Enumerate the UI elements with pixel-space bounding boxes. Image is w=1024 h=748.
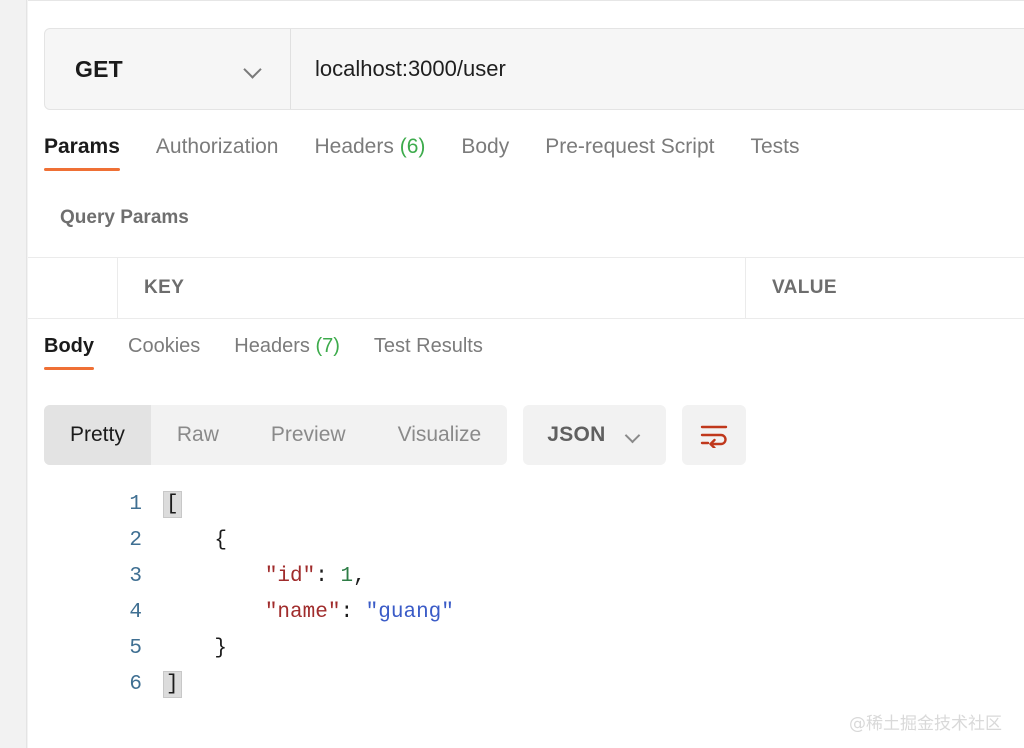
code-line-text: "name": "guang"	[264, 601, 454, 624]
response-language-select[interactable]: JSON	[523, 405, 666, 465]
view-mode-visualize[interactable]: Visualize	[372, 405, 508, 465]
response-tab-test-results[interactable]: Test Results	[374, 331, 483, 370]
line-number: 6	[129, 673, 142, 696]
request-tab-headers-label: Headers	[314, 135, 394, 158]
view-mode-pretty[interactable]: Pretty	[44, 405, 151, 465]
word-wrap-button[interactable]	[681, 405, 746, 465]
chevron-down-icon	[244, 63, 264, 75]
response-tab-headers-count: (7)	[315, 335, 340, 357]
line-number: 5	[129, 637, 142, 660]
view-mode-raw[interactable]: Raw	[151, 405, 245, 465]
response-tab-headers-label: Headers	[234, 335, 310, 357]
url-bar: GET	[44, 28, 1024, 110]
code-line: 4 "name": "guang"	[28, 595, 1024, 631]
watermark: @稀土掘金技术社区	[849, 714, 1002, 734]
code-line-text: {	[214, 529, 228, 552]
chevron-down-icon	[626, 430, 642, 440]
params-value-column-header: VALUE	[746, 258, 1024, 318]
code-line: 5 }	[28, 631, 1024, 667]
code-line: 1 [	[28, 487, 1024, 523]
response-format-toolbar: Pretty Raw Preview Visualize JSON	[44, 405, 746, 465]
code-line-text: "id": 1,	[264, 565, 366, 588]
request-tab-pre-request-script-label: Pre-request Script	[545, 135, 715, 158]
response-tab-body-label: Body	[44, 335, 94, 357]
code-line: 6 ]	[28, 667, 1024, 703]
request-tab-params-label: Params	[44, 135, 120, 158]
view-mode-preview[interactable]: Preview	[245, 405, 372, 465]
view-mode-preview-label: Preview	[270, 423, 346, 446]
request-tab-params[interactable]: Params	[44, 129, 120, 171]
view-mode-pretty-label: Pretty	[70, 423, 125, 446]
view-mode-visualize-label: Visualize	[397, 423, 482, 446]
params-key-column-header: KEY	[118, 258, 746, 318]
code-line: 3 "id": 1,	[28, 559, 1024, 595]
request-tab-tests[interactable]: Tests	[750, 129, 799, 171]
request-tab-authorization-label: Authorization	[155, 135, 279, 158]
left-rail	[0, 0, 27, 748]
response-tab-cookies[interactable]: Cookies	[128, 331, 200, 370]
request-tab-authorization[interactable]: Authorization	[156, 129, 279, 171]
request-tab-body-label: Body	[461, 135, 510, 158]
params-key-header-label: KEY	[144, 277, 185, 298]
view-mode-raw-label: Raw	[176, 423, 219, 446]
request-tab-pre-request-script[interactable]: Pre-request Script	[545, 129, 714, 171]
query-params-title: Query Params	[60, 207, 189, 228]
request-response-panel: GET Params Authorization Headers (6) Bod…	[28, 0, 1024, 748]
response-tab-cookies-label: Cookies	[128, 335, 201, 357]
request-url-input[interactable]	[291, 29, 1024, 109]
line-number: 4	[129, 601, 142, 624]
line-number: 3	[129, 565, 142, 588]
http-method-select[interactable]: GET	[45, 29, 291, 109]
code-line-text: }	[214, 637, 228, 660]
line-number: 1	[129, 493, 142, 516]
response-tab-test-results-label: Test Results	[373, 335, 483, 357]
response-view-mode-group: Pretty Raw Preview Visualize	[44, 405, 508, 465]
response-tab-headers[interactable]: Headers (7)	[234, 331, 340, 370]
request-tab-headers-count: (6)	[399, 135, 426, 158]
code-line: 2 {	[28, 523, 1024, 559]
response-tab-body[interactable]: Body	[44, 331, 94, 370]
request-tab-headers[interactable]: Headers (6)	[314, 129, 425, 171]
http-method-label: GET	[75, 55, 123, 82]
response-body-code[interactable]: 1 [ 2 { 3 "id": 1, 4 "name": "guang" 5 }	[28, 487, 1024, 727]
params-select-all-cell[interactable]	[28, 258, 118, 318]
query-params-table: KEY VALUE	[28, 257, 1024, 319]
line-number: 2	[129, 529, 142, 552]
response-language-label: JSON	[547, 423, 606, 446]
word-wrap-icon	[700, 425, 727, 448]
request-tab-tests-label: Tests	[750, 135, 800, 158]
request-tab-bar: Params Authorization Headers (6) Body Pr…	[44, 129, 1024, 185]
params-value-header-label: VALUE	[772, 277, 837, 298]
code-line-text: ]	[163, 671, 182, 698]
request-tab-body[interactable]: Body	[461, 129, 509, 171]
code-line-text: [	[163, 491, 182, 518]
response-tab-bar: Body Cookies Headers (7) Test Results	[44, 331, 517, 370]
